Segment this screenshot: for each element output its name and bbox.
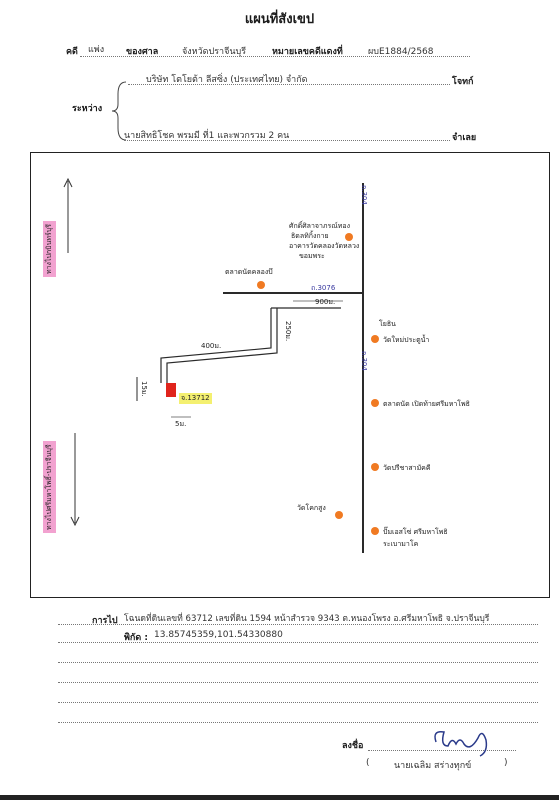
route-dotted-line-4 (58, 682, 538, 683)
case-type: แพ่ง (88, 45, 105, 55)
side-label-1: ทางไปกบินทร์บุรี (43, 221, 56, 277)
landmark-dot-3 (371, 335, 379, 343)
landmark-7-line1: ปั๊มเอสโซ่ ศรีมหาโพธิ (383, 528, 448, 536)
distance-2: 250ม. (284, 321, 292, 342)
defendant-role: จำเลย (452, 133, 477, 143)
landmark-6: วัดโคกสูง (297, 504, 326, 512)
road-label-main-2: ถ.304 (360, 351, 368, 371)
route-dotted-line-5 (58, 702, 538, 703)
defendant-name: นายสิทธิโชค พรมมี ที่1 และพวกรวม 2 คน (124, 131, 290, 141)
route-dotted-line-1 (58, 624, 538, 625)
distance-1: 900ม. (315, 298, 336, 306)
sketch-map: ถ.304 ถ.304 ถ.3076 900ม. 250ม. 400ม. 15ม… (30, 152, 550, 598)
route-dotted-line-6 (58, 722, 538, 723)
route-dotted-line-2 (58, 642, 538, 643)
route-text: โฉนดที่ดินเลขที่ 63712 เลขที่ดิน 1594 หน… (124, 614, 490, 624)
case-no-label: หมายเลขคดีแดงที่ (272, 47, 343, 57)
landmark-dot-5 (371, 463, 379, 471)
landmark-1-line2: ธิดลทิกิ้งกาย (291, 232, 329, 240)
landmark-dot-4 (371, 399, 379, 407)
sign-dotted-line (368, 750, 516, 751)
side-label-2: ทางไปศรีมหาโพธิ์-ปราจีนบุรี (43, 441, 56, 533)
landmark-5: วัดปรีชาสามัคคี (383, 464, 431, 472)
landmark-3-line1: โยธิน (379, 320, 396, 328)
plaintiff-name: บริษัท โตโยต้า ลีสซิ่ง (ประเทศไทย) จำกัด (146, 75, 308, 85)
court-label: ของศาล (126, 47, 159, 57)
landmark-1-line4: ขอมพระ (299, 252, 325, 260)
sign-close-paren: ) (504, 758, 508, 768)
road-label-main: ถ.304 (360, 185, 368, 205)
case-no: ผบE1884/2568 (368, 47, 434, 57)
plaintiff-role: โจทก์ (452, 77, 474, 87)
landmark-7-line2: ระเบามาโค (383, 540, 419, 548)
header-dotted-line (80, 56, 470, 57)
landmark-2: ตลาดนัดคลองบึ (225, 268, 273, 276)
page-bottom-edge (0, 795, 559, 800)
target-parcel (166, 383, 176, 397)
landmark-dot-7 (371, 527, 379, 535)
signer-name: นายเฉลิม สร่างทุกข์ (394, 761, 472, 771)
landmark-dot-6 (335, 511, 343, 519)
coord-label: พิกัด : (124, 633, 148, 643)
defendant-dotted-line (124, 140, 450, 141)
target-label: จ.13712 (179, 393, 212, 404)
branch-road-a (160, 308, 272, 383)
coord-value: 13.85745359,101.54330880 (154, 630, 283, 640)
landmark-4: ตลาดนัด เปิดท้ายศรีมหาโพธิ (383, 400, 470, 408)
court-name: จังหวัดปราจีนบุรี (182, 47, 247, 57)
between-label: ระหว่าง (72, 104, 103, 114)
distance-4: 15ม. (140, 381, 148, 397)
arrow-up-head (63, 177, 73, 188)
sign-label: ลงชื่อ (342, 741, 364, 751)
landmark-1-line3: อาคารวัดคลองวัดหลวง (289, 242, 360, 250)
sign-open-paren: ( (366, 758, 370, 768)
page-title: แผนที่สังเขป (244, 12, 315, 27)
landmark-1-line1: ศักดิ์ศิลาจาภรณ์ทอง (289, 222, 351, 230)
between-brace (111, 81, 127, 141)
case-label: คดี (66, 47, 78, 57)
signature-mark (434, 730, 488, 757)
distance-3: 400ม. (201, 342, 222, 350)
map-drawing (63, 177, 379, 553)
landmark-3-line2: วัดใหม่ประตูน้ำ (383, 336, 430, 344)
route-dotted-line-3 (58, 662, 538, 663)
arrow-down-head (70, 516, 80, 527)
landmark-dot-1 (345, 233, 353, 241)
route-label: การไป (92, 616, 118, 626)
distance-5: 5ม. (175, 420, 187, 428)
branch-road-b (166, 308, 278, 383)
plaintiff-dotted-line (128, 84, 450, 85)
road-label-side: ถ.3076 (311, 284, 336, 292)
landmark-dot-2 (257, 281, 265, 289)
